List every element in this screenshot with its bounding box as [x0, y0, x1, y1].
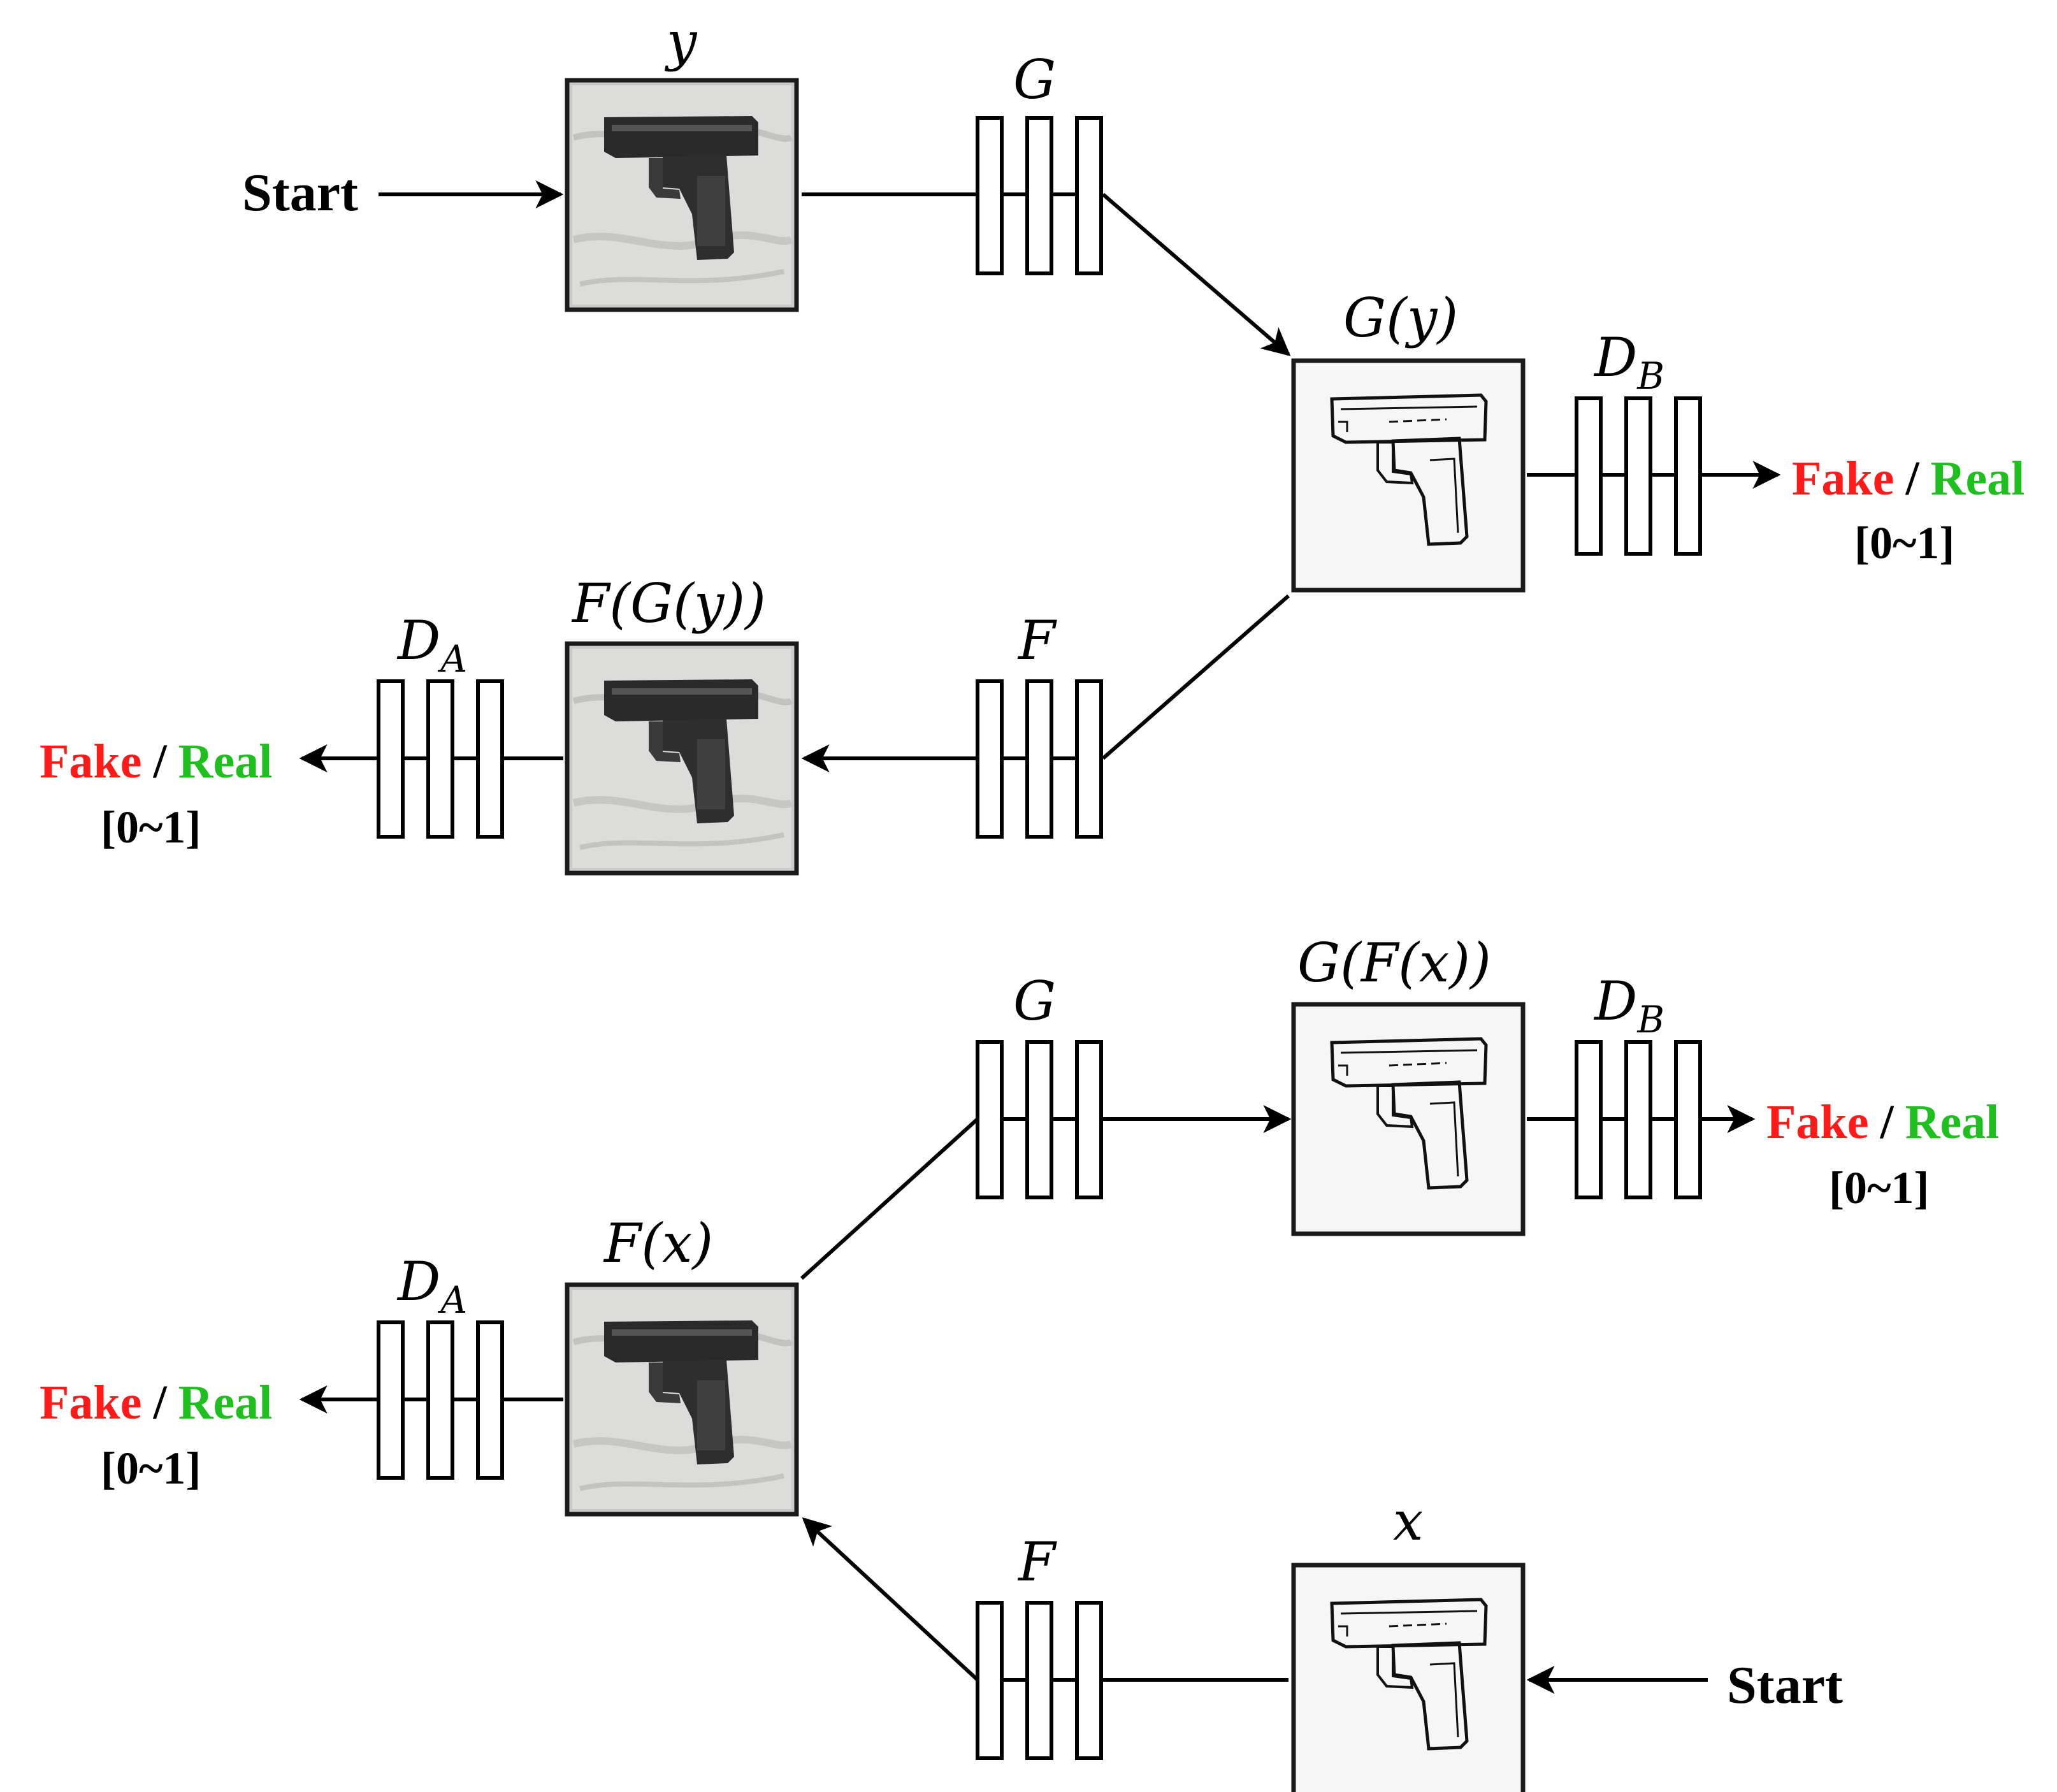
range-DB-top: [0~1]	[1854, 517, 1954, 568]
line-Fx-to-G	[800, 1117, 979, 1280]
range-DA-bottom: [0~1]	[101, 1443, 201, 1494]
label-G-of-y: G(y)	[1343, 287, 1458, 349]
network-DA-bottom	[379, 1322, 502, 1478]
network-F-top	[978, 681, 1101, 837]
label-F-of-G-of-y: F(G(y))	[571, 572, 766, 635]
network-DB-top	[1577, 398, 1700, 554]
label-y: y	[664, 10, 698, 73]
network-F-bottom	[978, 1603, 1101, 1758]
range-DA-top: [0~1]	[101, 802, 201, 853]
range-DB-bottom: [0~1]	[1829, 1162, 1929, 1213]
label-F-of-x: F(x)	[603, 1212, 713, 1275]
image-F-of-G-of-y	[565, 641, 799, 876]
network-G-bottom	[978, 1042, 1101, 1197]
network-DB-bottom	[1577, 1042, 1700, 1197]
label-G-of-F-of-x: G(F(x))	[1297, 932, 1491, 994]
label-DB-top: DB	[1593, 326, 1664, 398]
image-y	[565, 78, 799, 312]
label-F-top: F	[1017, 609, 1057, 672]
line-Gy-to-F	[1102, 594, 1290, 760]
image-G-of-F-of-x	[1291, 1002, 1526, 1236]
label-F-bottom: F	[1017, 1531, 1057, 1593]
label-DA-top: DA	[396, 609, 467, 681]
output-DB-bottom: Fake/Real	[1766, 1095, 1999, 1149]
image-G-of-y	[1291, 358, 1526, 593]
output-DB-top: Fake/Real	[1792, 452, 2025, 505]
image-x	[1291, 1563, 1526, 1792]
label-DA-bottom: DA	[396, 1250, 467, 1322]
label-DB-bottom: DB	[1593, 970, 1664, 1041]
arrow-G-to-Gy	[1102, 192, 1291, 356]
bottom-cycle: Start x F F(x) DA Fake/Real [0~	[40, 932, 1999, 1792]
network-G-top	[978, 118, 1101, 273]
label-G-top: G	[1013, 48, 1056, 111]
label-x: x	[1393, 1490, 1423, 1552]
image-F-of-x	[565, 1282, 799, 1517]
start-label-top: Start	[242, 163, 358, 222]
arrow-F-to-Fx	[802, 1517, 979, 1682]
label-G-bottom: G	[1013, 970, 1056, 1032]
top-cycle: Start y G G(y) DB Fake/Real [0~	[40, 10, 2025, 876]
output-DA-bottom: Fake/Real	[40, 1376, 272, 1429]
network-DA-top	[379, 681, 502, 837]
output-DA-top: Fake/Real	[40, 735, 272, 788]
start-label-bottom: Start	[1727, 1656, 1843, 1715]
